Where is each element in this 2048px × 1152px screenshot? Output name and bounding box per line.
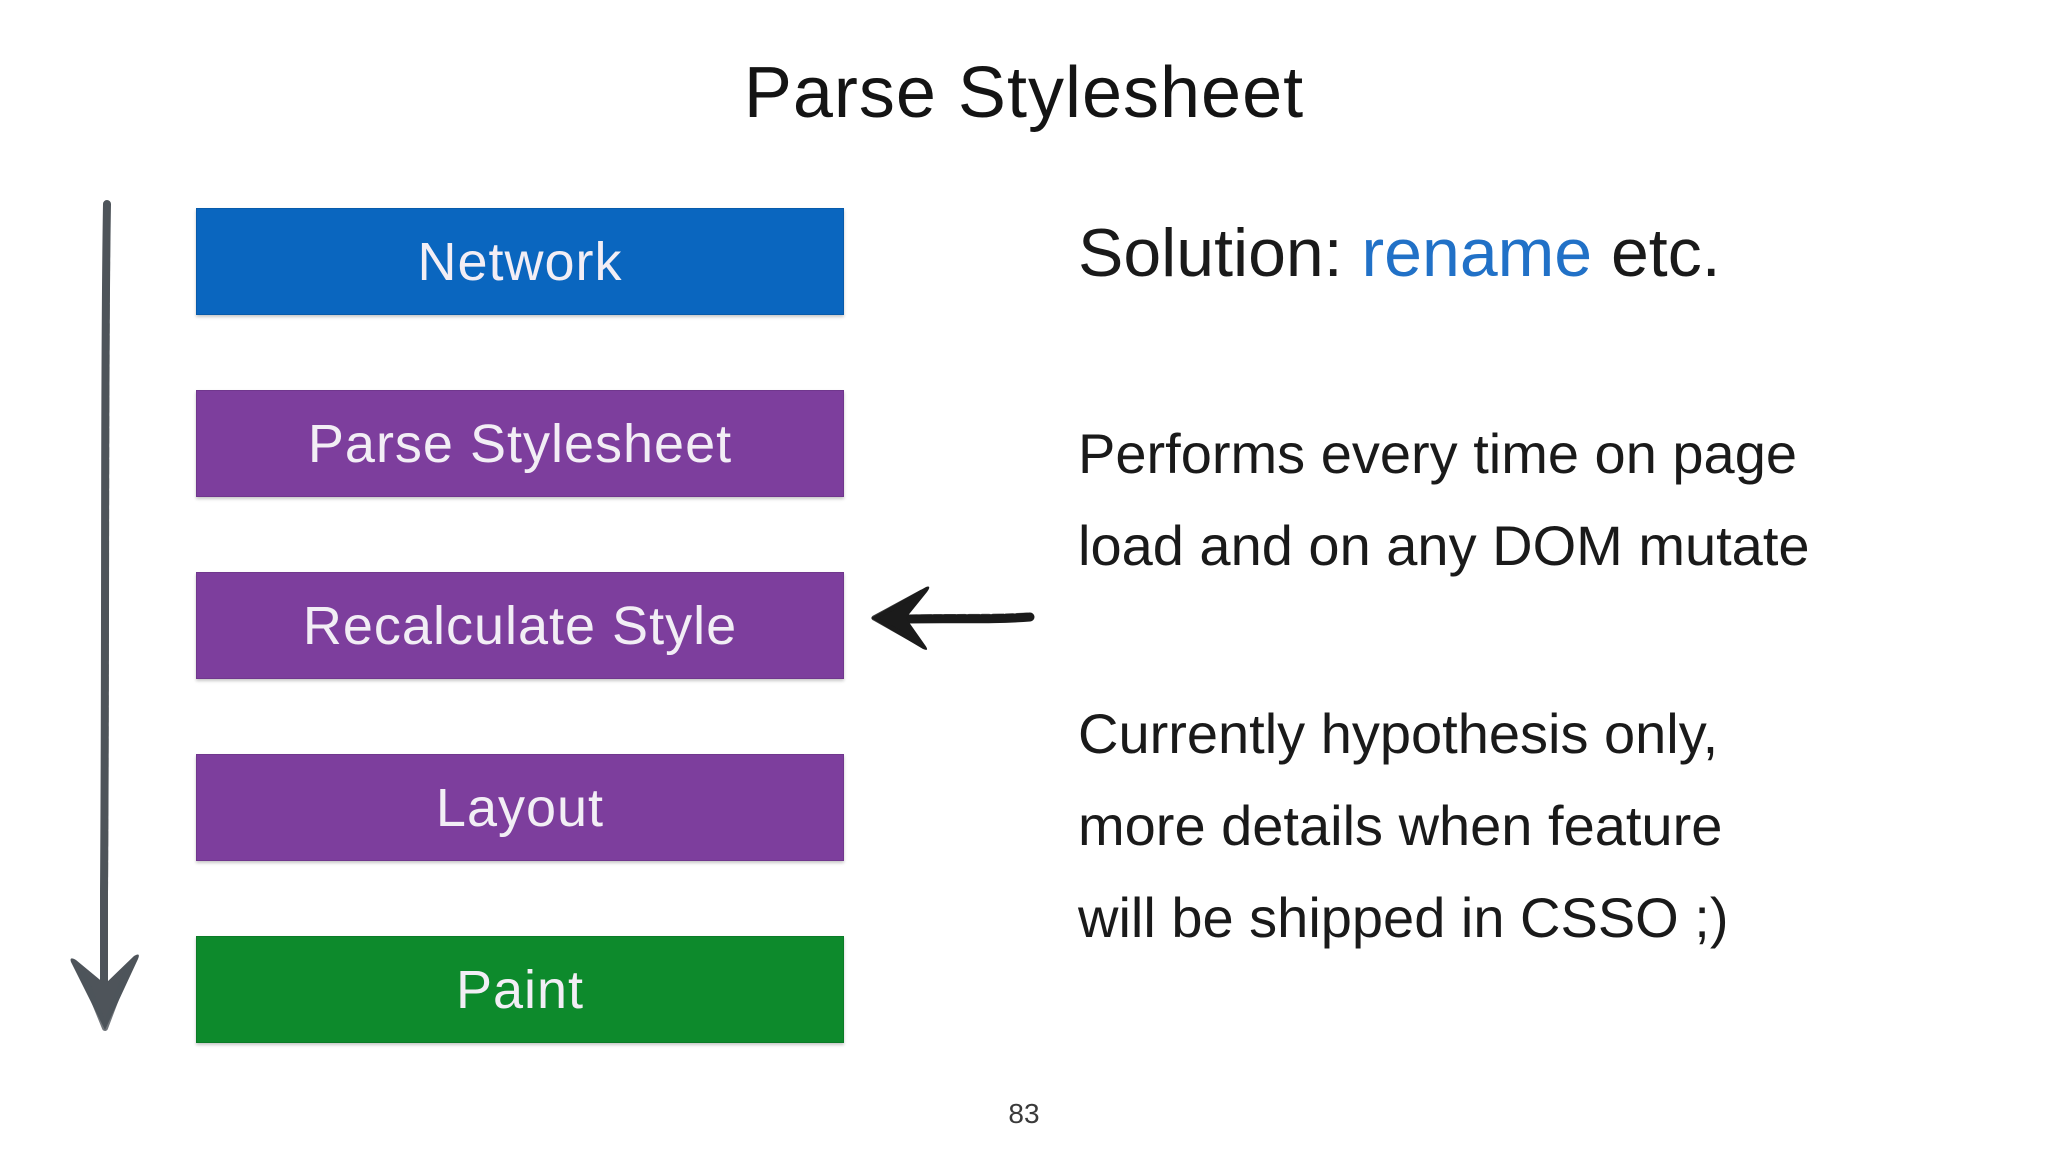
pipeline-flow: Network Parse Stylesheet Recalculate Sty… xyxy=(196,208,844,1043)
note-performs: Performs every time on page load and on … xyxy=(1078,408,1810,592)
solution-prefix: Solution: xyxy=(1078,215,1362,291)
pipeline-step-label: Recalculate Style xyxy=(302,595,738,656)
note-status-line-3: will be shipped in CSSO ;) xyxy=(1078,886,1729,949)
pipeline-step-layout: Layout xyxy=(196,754,844,861)
pipeline-step-network: Network xyxy=(196,208,844,315)
solution-suffix: etc. xyxy=(1592,215,1721,291)
note-performs-line-1: Performs every time on page xyxy=(1078,422,1797,485)
solution-heading: Solution: rename etc. xyxy=(1078,214,1721,292)
note-performs-line-2: load and on any DOM mutate xyxy=(1078,514,1810,577)
pipeline-step-label: Network xyxy=(417,231,623,292)
recalculate-style-pointer-arrow-icon xyxy=(871,586,1035,650)
page-number: 83 xyxy=(1008,1098,1040,1129)
note-status-line-1: Currently hypothesis only, xyxy=(1078,702,1719,765)
slide-title: Parse Stylesheet xyxy=(743,53,1305,133)
pipeline-step-parse-stylesheet: Parse Stylesheet xyxy=(196,390,844,497)
note-status-line-2: more details when feature xyxy=(1078,794,1723,857)
pipeline-step-paint: Paint xyxy=(196,936,844,1043)
pipeline-step-label: Parse Stylesheet xyxy=(307,413,733,474)
flow-direction-down-arrow-icon xyxy=(70,200,139,1031)
pipeline-step-label: Paint xyxy=(455,959,585,1020)
pipeline-step-label: Layout xyxy=(435,777,605,838)
solution-keyword: rename xyxy=(1361,215,1593,291)
note-status: Currently hypothesis only, more details … xyxy=(1078,688,1729,964)
pipeline-step-recalculate-style: Recalculate Style xyxy=(196,572,844,679)
